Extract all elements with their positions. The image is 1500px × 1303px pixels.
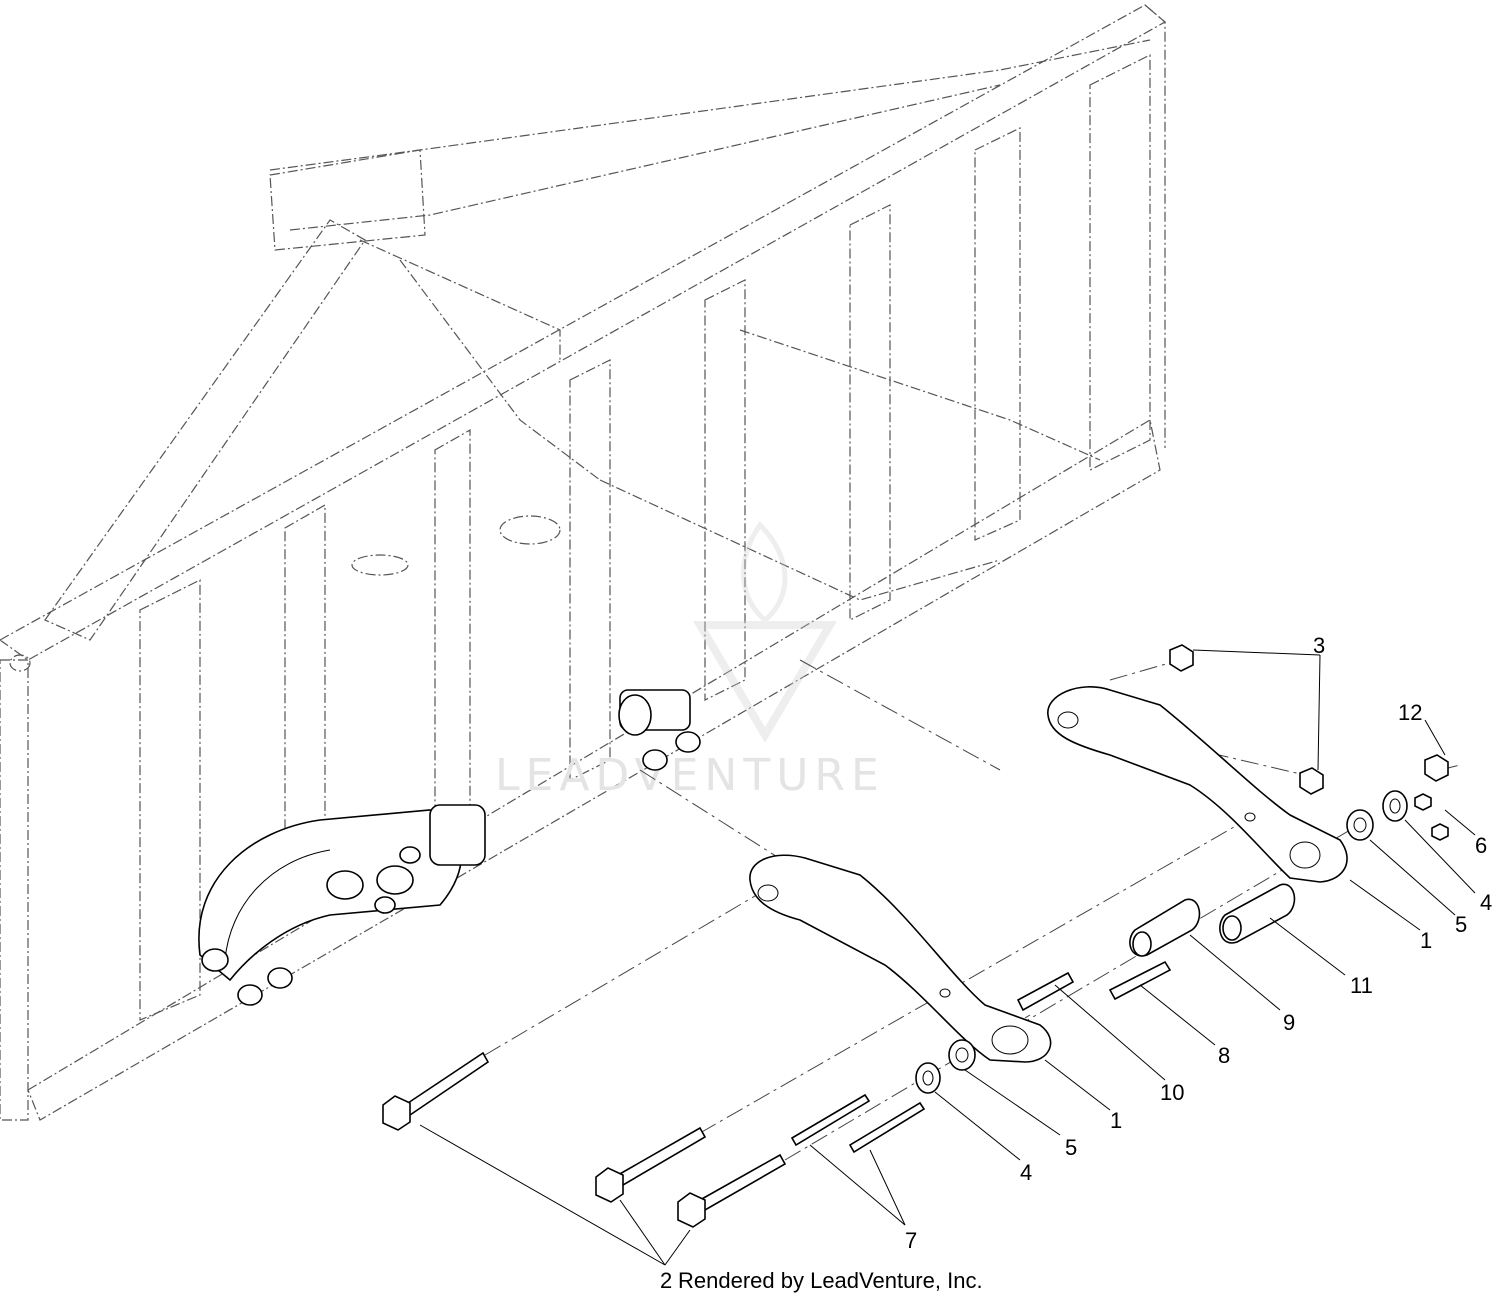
render-credit: Rendered by LeadVenture, Inc. (678, 1268, 983, 1293)
callout-7: 7 (905, 1228, 917, 1253)
callout-11: 11 (1350, 973, 1373, 998)
bolt-2c (677, 1153, 787, 1228)
callout-5-front: 5 (1065, 1135, 1077, 1160)
callout-10: 10 (1160, 1080, 1184, 1105)
nut-6b (1431, 823, 1449, 841)
watermark-text: LEADVENTURE (495, 750, 885, 801)
pin-10 (1016, 971, 1075, 1012)
callout-12: 12 (1398, 700, 1422, 725)
callout-4-front: 4 (1020, 1160, 1032, 1185)
front-arm (749, 854, 1052, 1063)
rear-arm (1047, 686, 1348, 883)
callout-6: 6 (1475, 833, 1487, 858)
washer-4b (915, 1062, 941, 1094)
callout-1-rear: 1 (1420, 928, 1432, 953)
bushing-5a (1346, 809, 1374, 841)
boom-frame (0, 4, 1167, 1121)
washer-4a (1382, 790, 1408, 822)
callout-9: 9 (1283, 1010, 1295, 1035)
nut-3b (1299, 767, 1324, 795)
nut-3a (1169, 644, 1194, 672)
nut-12 (1424, 754, 1449, 782)
callout-1-front: 1 (1110, 1108, 1122, 1133)
installed-arm-assembly (198, 689, 701, 1006)
pin-8 (1108, 960, 1172, 1001)
nut-6a (1414, 793, 1432, 811)
callout-4-rear: 4 (1480, 890, 1492, 915)
bolt-2a (382, 1051, 490, 1131)
bolt-2b (595, 1126, 707, 1203)
bushing-5b (948, 1039, 976, 1071)
leadventure-watermark-logo (692, 521, 838, 743)
bolt-7a (790, 1093, 871, 1147)
callout-5-rear: 5 (1455, 912, 1467, 937)
leader-lines (419, 649, 1476, 1266)
callout-3: 3 (1313, 633, 1325, 658)
callout-8: 8 (1218, 1043, 1230, 1068)
bolt-7b (848, 1101, 926, 1154)
callout-2: 2 (660, 1268, 672, 1293)
